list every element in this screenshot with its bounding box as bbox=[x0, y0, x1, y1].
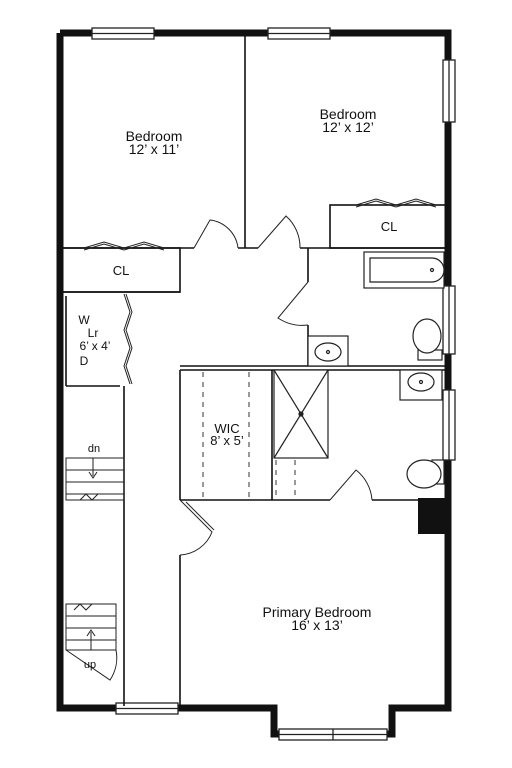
closet-doors bbox=[83, 198, 437, 385]
stairs-up-label: up bbox=[84, 659, 96, 671]
closet-left-label: CL bbox=[113, 263, 130, 278]
windows bbox=[91, 27, 456, 741]
wic-size: 8’ x 5’ bbox=[210, 433, 244, 448]
laundry-lr: Lr bbox=[88, 326, 99, 340]
laundry-size: 6’ x 4’ bbox=[80, 339, 111, 353]
toilet-1 bbox=[412, 318, 442, 354]
closet-right-label: CL bbox=[381, 219, 398, 234]
wic-name: WIC bbox=[214, 421, 239, 436]
laundry-w: W bbox=[78, 313, 90, 327]
primary-bedroom-size: 16’ x 13’ bbox=[291, 617, 343, 633]
bedroom-left-size: 12’ x 11’ bbox=[129, 141, 180, 157]
swing-doors bbox=[179, 215, 373, 556]
interior-walls bbox=[61, 36, 447, 706]
bedroom-right-name: Bedroom bbox=[320, 106, 377, 122]
dashed-lines bbox=[202, 372, 296, 498]
stairs-down bbox=[65, 457, 125, 501]
stairs bbox=[65, 457, 125, 681]
bedroom-right-size: 12’ x 12’ bbox=[322, 119, 374, 135]
primary-bedroom-name: Primary Bedroom bbox=[263, 604, 372, 620]
bedroom-left-name: Bedroom bbox=[126, 128, 183, 144]
wall-block bbox=[418, 498, 448, 534]
bath-fixtures bbox=[273, 251, 445, 489]
toilet-2 bbox=[406, 459, 442, 489]
stairs-down-label: dn bbox=[88, 443, 100, 455]
room-labels: Bedroom 12’ x 11’ Bedroom 12’ x 12’ CL C… bbox=[78, 106, 397, 671]
laundry-d: D bbox=[80, 354, 89, 368]
exterior-walls bbox=[56, 29, 452, 738]
